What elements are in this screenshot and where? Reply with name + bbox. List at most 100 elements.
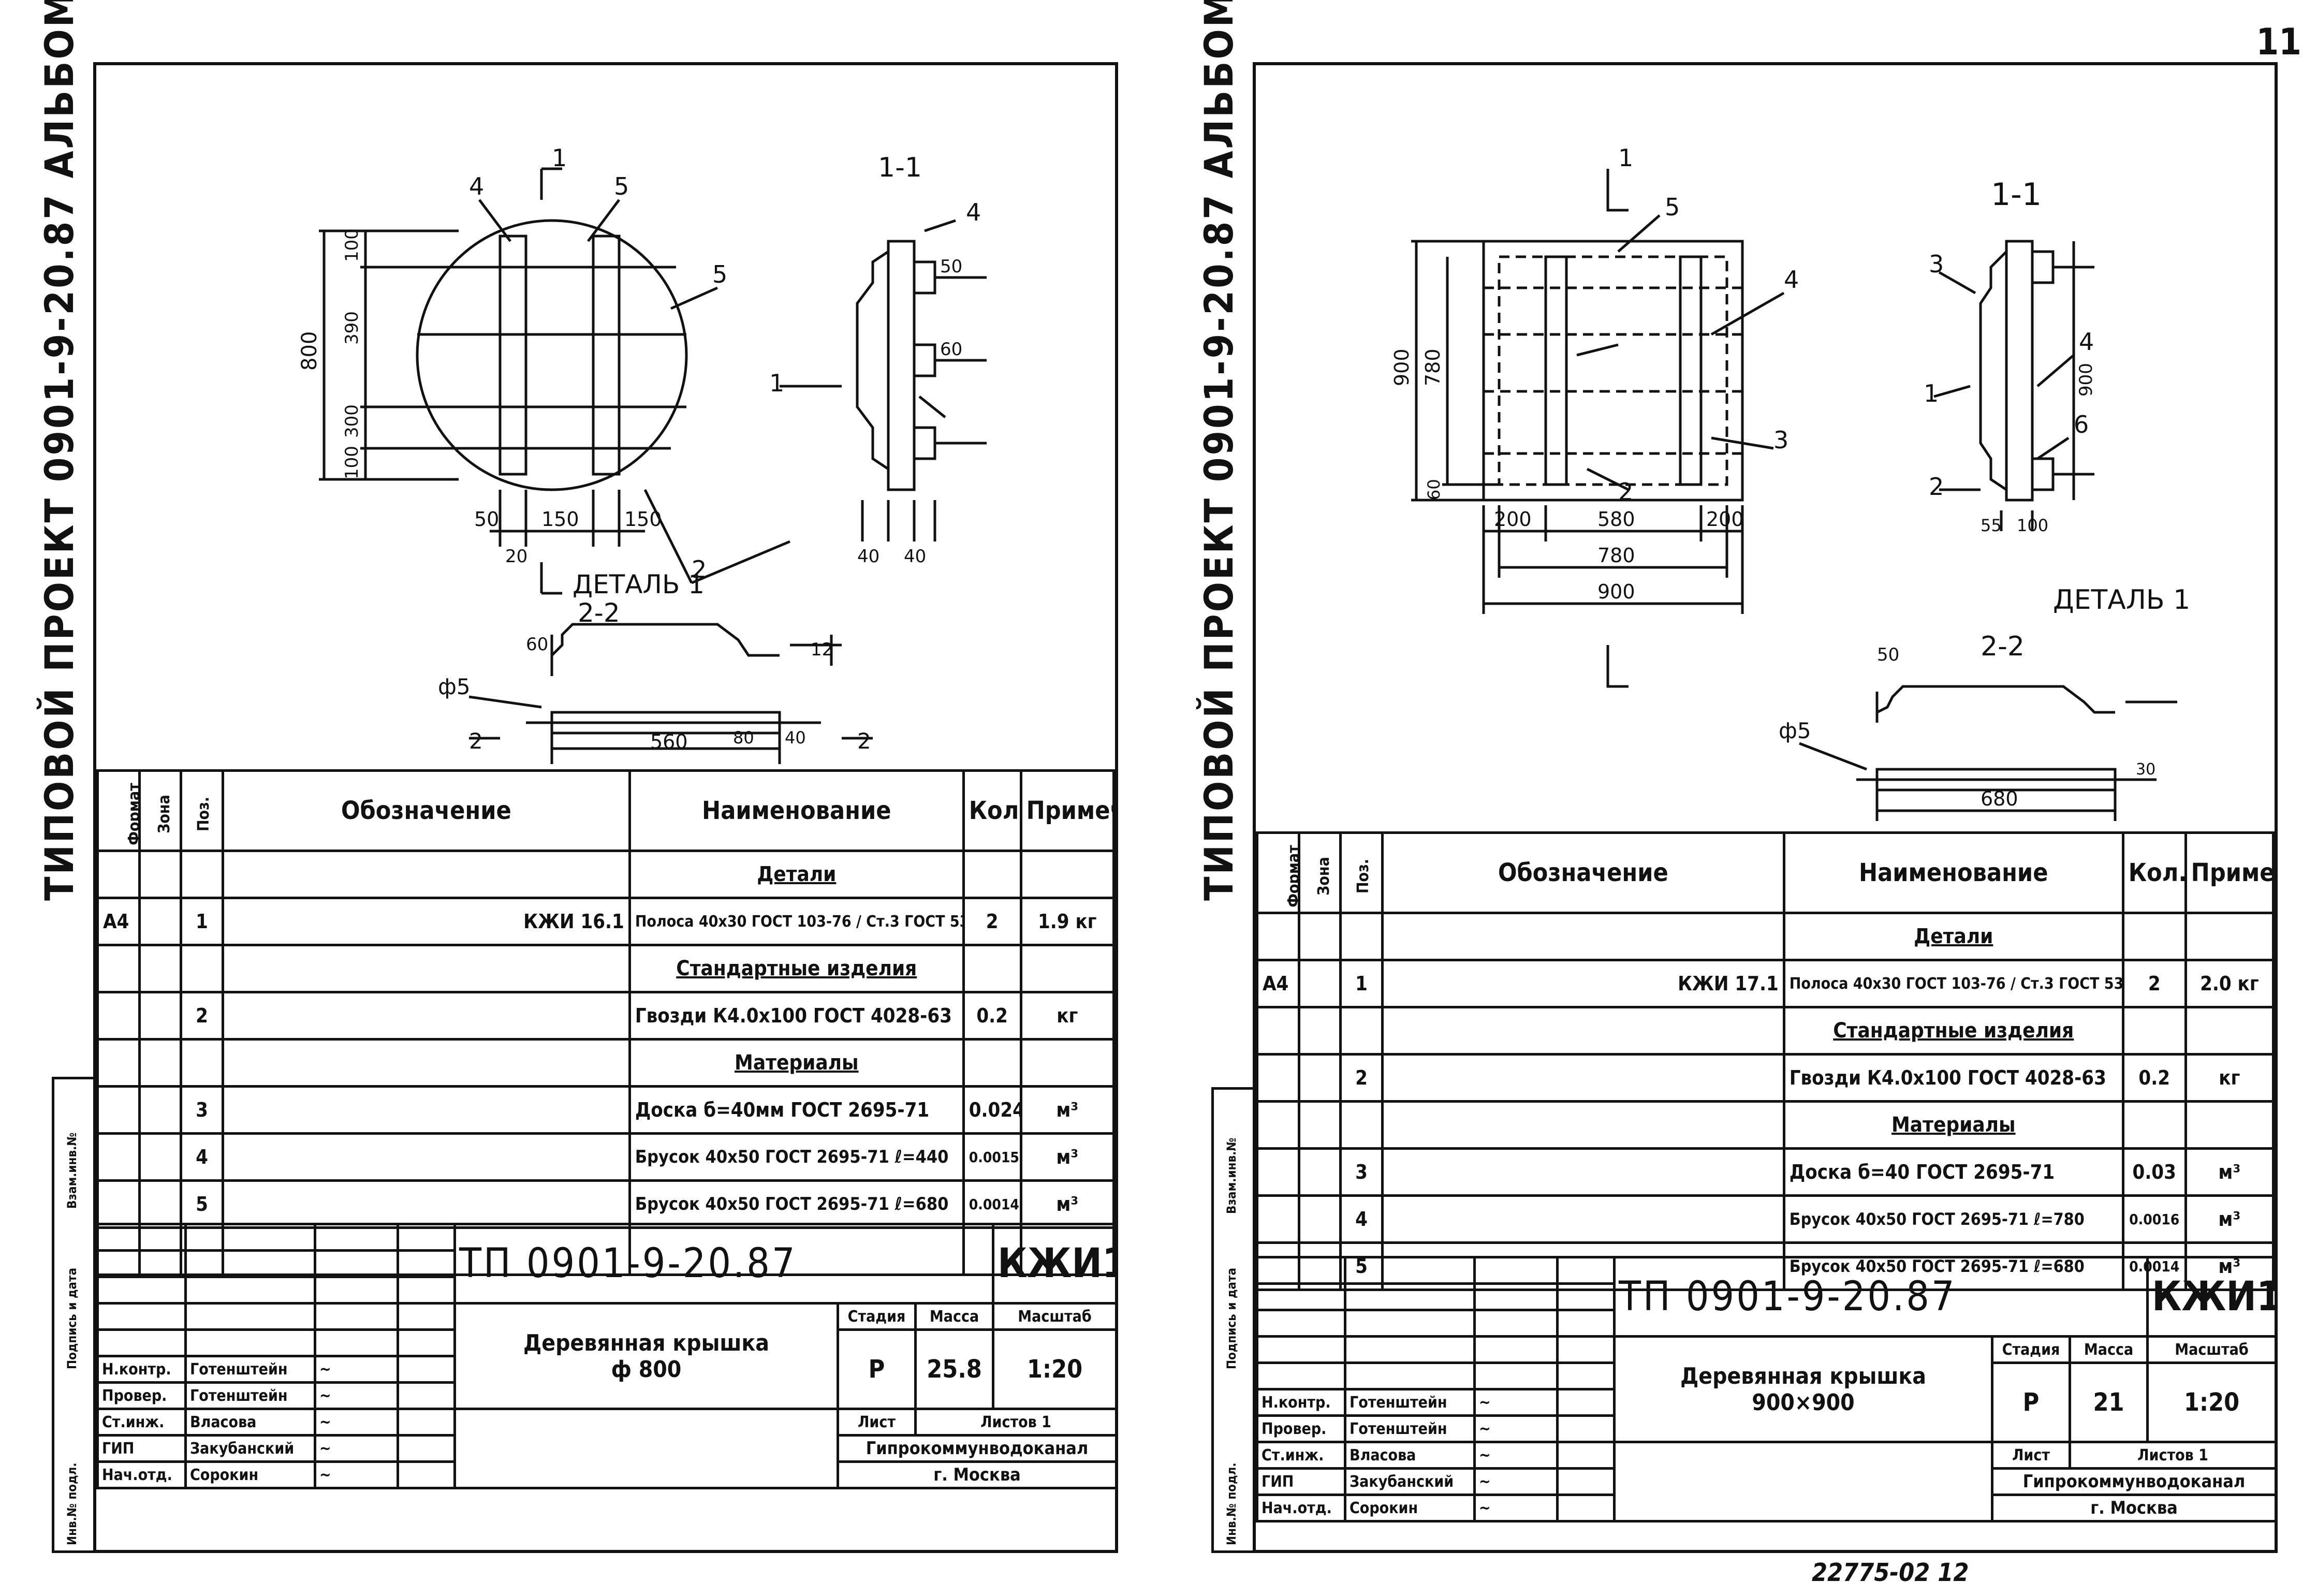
svg-text:3: 3 — [1929, 250, 1944, 278]
svg-text:2: 2 — [469, 728, 483, 754]
right-title-block: ТП 0901-9-20.87КЖИ17 Деревянная крышка90… — [1256, 1256, 2278, 1522]
svg-text:6: 6 — [2074, 411, 2089, 438]
svg-text:4: 4 — [469, 172, 484, 200]
left-title-block: ТП 0901-9-20.87КЖИ16 Деревянная крышкаф … — [96, 1223, 1118, 1489]
category-row: Детали — [96, 850, 1116, 899]
left-sheet: 1 1-1 800 100 390 300 100 50 150 150 20 … — [93, 62, 1118, 1553]
strip-left — [498, 235, 527, 476]
svg-text:80: 80 — [733, 728, 754, 748]
svg-text:50: 50 — [474, 508, 499, 531]
svg-text:300: 300 — [342, 404, 362, 438]
svg-text:200: 200 — [1706, 508, 1744, 531]
signature: ~ — [314, 1408, 399, 1437]
svg-text:40: 40 — [857, 546, 879, 567]
cover-circle — [416, 219, 688, 491]
cover-square — [1482, 240, 1744, 502]
svg-text:3: 3 — [1773, 426, 1788, 454]
svg-text:30: 30 — [2136, 760, 2155, 779]
right-side-title: ТИПОВОЙ ПРОЕКТ 0901-9-20.87 АЛЬБОМ III — [1196, 0, 1242, 901]
section-label: 1-1 — [878, 152, 922, 183]
rod-label: ф5 — [438, 674, 471, 699]
svg-text:2: 2 — [1929, 473, 1944, 501]
signature: ~ — [314, 1434, 399, 1463]
section-strip — [856, 250, 889, 471]
svg-text:40: 40 — [904, 546, 926, 567]
signature: ~ — [1473, 1388, 1559, 1417]
svg-text:60: 60 — [1424, 479, 1444, 500]
section-mark: 1 — [1618, 144, 1633, 172]
page-number: 11 — [2256, 21, 2301, 63]
strip-left — [1544, 255, 1568, 486]
svg-text:40: 40 — [785, 728, 806, 748]
detail-strip-top — [551, 623, 780, 657]
svg-text:55: 55 — [1981, 516, 2002, 535]
detail-strip-top — [1876, 685, 2115, 714]
svg-text:4: 4 — [2079, 328, 2094, 356]
detail-label: ДЕТАЛЬ 1 — [2053, 584, 2190, 616]
left-side-strip: Инв.№ подл. Подпись и дата Взам.инв.№ — [52, 1077, 96, 1553]
svg-text:60: 60 — [940, 339, 962, 360]
svg-text:780: 780 — [1597, 544, 1635, 567]
signature: ~ — [314, 1355, 399, 1384]
svg-text:100: 100 — [342, 446, 362, 479]
strip-right — [1679, 255, 1703, 486]
right-sheet: 1 1-1 900 780 60 200 580 200 780 900 5 4… — [1253, 62, 2278, 1553]
right-drawing: 1 1-1 900 780 60 200 580 200 780 900 5 4… — [1390, 144, 2190, 821]
svg-text:50: 50 — [1877, 645, 1899, 665]
right-side-strip: Инв.№ подл. Подпись и дата Взам.инв.№ — [1211, 1087, 1255, 1553]
category-row: Материалы — [96, 1038, 1116, 1088]
svg-text:2: 2 — [692, 555, 707, 583]
category-row: Детали — [1256, 912, 2275, 961]
section-strip — [1979, 251, 2007, 491]
svg-text:390: 390 — [342, 311, 362, 345]
right-spec-table: Формат Зона Поз. Обозначение Наименовани… — [1256, 831, 2275, 1291]
svg-text:560: 560 — [650, 730, 688, 753]
svg-text:20: 20 — [505, 546, 527, 567]
category-row: Стандартные изделия — [96, 944, 1116, 993]
svg-text:4: 4 — [966, 198, 981, 226]
signature: ~ — [1473, 1467, 1559, 1496]
signature: ~ — [1473, 1441, 1559, 1470]
svg-text:150: 150 — [541, 508, 579, 531]
svg-text:680: 680 — [1981, 787, 2018, 810]
svg-text:580: 580 — [1597, 508, 1635, 531]
category-row: Материалы — [1256, 1100, 2275, 1150]
svg-text:50: 50 — [940, 256, 962, 277]
detail-section: 2-2 — [578, 598, 620, 628]
footer-number: 22775-02 12 — [1812, 1558, 1969, 1587]
dim-total: 800 — [298, 331, 321, 371]
svg-text:5: 5 — [614, 172, 629, 200]
svg-text:100: 100 — [342, 228, 362, 262]
svg-text:1: 1 — [1924, 379, 1939, 407]
svg-text:5: 5 — [712, 260, 727, 288]
rod-label: ф5 — [1779, 718, 1811, 743]
strip-right — [592, 235, 621, 476]
svg-text:900: 900 — [1390, 348, 1413, 386]
svg-text:200: 200 — [1494, 508, 1532, 531]
svg-text:900: 900 — [1597, 580, 1635, 603]
signature: ~ — [1473, 1414, 1559, 1443]
detail-section: 2-2 — [1981, 631, 2025, 662]
svg-text:1: 1 — [769, 369, 784, 397]
left-side-title: ТИПОВОЙ ПРОЕКТ 0901-9-20.87 АЛЬБОМ III — [36, 0, 82, 901]
left-spec-table: Формат Зона Поз. Обозначение Наименовани… — [96, 769, 1116, 1276]
svg-text:150: 150 — [624, 508, 662, 531]
signature: ~ — [314, 1460, 399, 1489]
section-mark: 1 — [552, 144, 567, 172]
svg-text:2: 2 — [857, 728, 871, 754]
svg-text:60: 60 — [526, 634, 548, 655]
section-board — [887, 240, 916, 491]
section-label: 1-1 — [1991, 177, 2042, 213]
svg-text:780: 780 — [1421, 348, 1444, 386]
signature: ~ — [1473, 1493, 1559, 1522]
svg-text:900: 900 — [2076, 363, 2096, 397]
